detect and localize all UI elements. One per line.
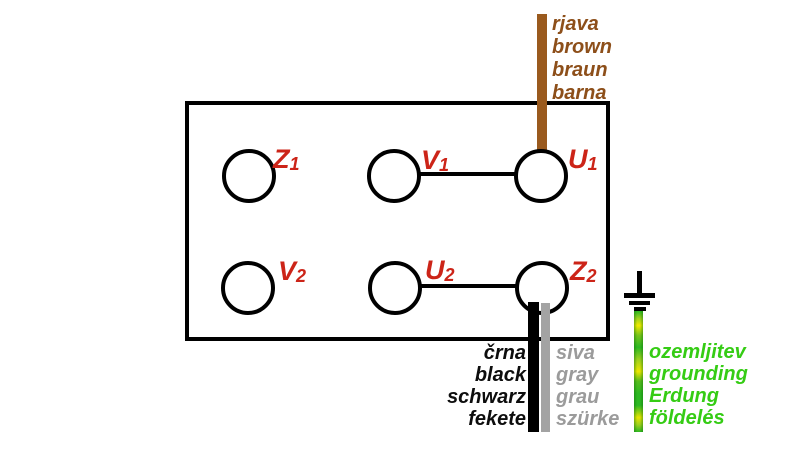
gray-wire-label-line: siva [556, 342, 595, 364]
brown-wire-label-line: brown [552, 36, 612, 58]
terminal-label-v1: V1 [421, 145, 450, 175]
terminal-label-z1-subscript: 1 [289, 154, 300, 174]
black-wire-label-line: fekete [468, 408, 526, 430]
terminal-label-v1-letter: V [421, 145, 440, 175]
terminal-label-z2: Z2 [570, 256, 597, 286]
terminal-label-z1-letter: Z [273, 144, 290, 174]
gray-wire-label-line: gray [556, 364, 599, 386]
ground-wire-labels: ozemljitev grounding Erdung földelés [649, 341, 748, 429]
terminal-label-u1-letter: U [568, 144, 588, 174]
brown-wire-labels: rjava brown braun barna [552, 13, 612, 105]
terminal-u2 [368, 261, 422, 315]
brown-wire [537, 14, 547, 154]
ground-wire [634, 311, 643, 432]
ground-symbol-bar3 [634, 307, 646, 311]
ground-wire-label-line: földelés [649, 407, 725, 429]
ground-symbol-bar1 [624, 293, 655, 298]
ground-wire-label-line: Erdung [649, 385, 719, 407]
terminal-label-z1: Z1 [273, 144, 300, 174]
gray-wire-label-line: grau [556, 386, 600, 408]
terminal-label-v2-letter: V [278, 256, 297, 286]
terminal-label-u1: U1 [568, 144, 598, 174]
black-wire-labels: črna black schwarz fekete [400, 342, 526, 430]
black-wire-label-line: črna [483, 342, 526, 364]
terminal-label-u1-subscript: 1 [587, 154, 598, 174]
ground-wire-label-line: ozemljitev [649, 341, 746, 363]
ground-symbol-stem [637, 271, 642, 296]
brown-wire-label-line: barna [552, 82, 607, 104]
brown-wire-label-line: braun [552, 59, 608, 81]
black-wire-label-line: schwarz [447, 386, 526, 408]
terminal-box [185, 101, 610, 341]
terminal-u1 [514, 149, 568, 203]
gray-wire-labels: siva gray grau szürke [556, 342, 619, 430]
link-u2-z2 [416, 284, 519, 288]
terminal-z1 [222, 149, 276, 203]
terminal-label-z2-subscript: 2 [586, 266, 597, 286]
gray-wire-label-line: szürke [556, 408, 620, 430]
terminal-label-v2: V2 [278, 256, 307, 286]
terminal-label-u2-letter: U [425, 255, 445, 285]
terminal-label-u2: U2 [425, 255, 455, 285]
ground-wire-label-line: grounding [649, 363, 748, 385]
terminal-label-v2-subscript: 2 [296, 266, 307, 286]
terminal-label-v1-subscript: 1 [439, 155, 450, 175]
black-wire-label-line: black [474, 364, 526, 386]
ground-symbol-bar2 [629, 301, 650, 305]
brown-wire-label-line: rjava [552, 13, 599, 35]
link-v1-u1 [415, 172, 518, 176]
black-wire [528, 302, 539, 432]
terminal-v2 [221, 261, 275, 315]
gray-wire [541, 303, 550, 432]
terminal-label-u2-subscript: 2 [444, 265, 455, 285]
terminal-label-z2-letter: Z [570, 256, 587, 286]
terminal-v1 [367, 149, 421, 203]
